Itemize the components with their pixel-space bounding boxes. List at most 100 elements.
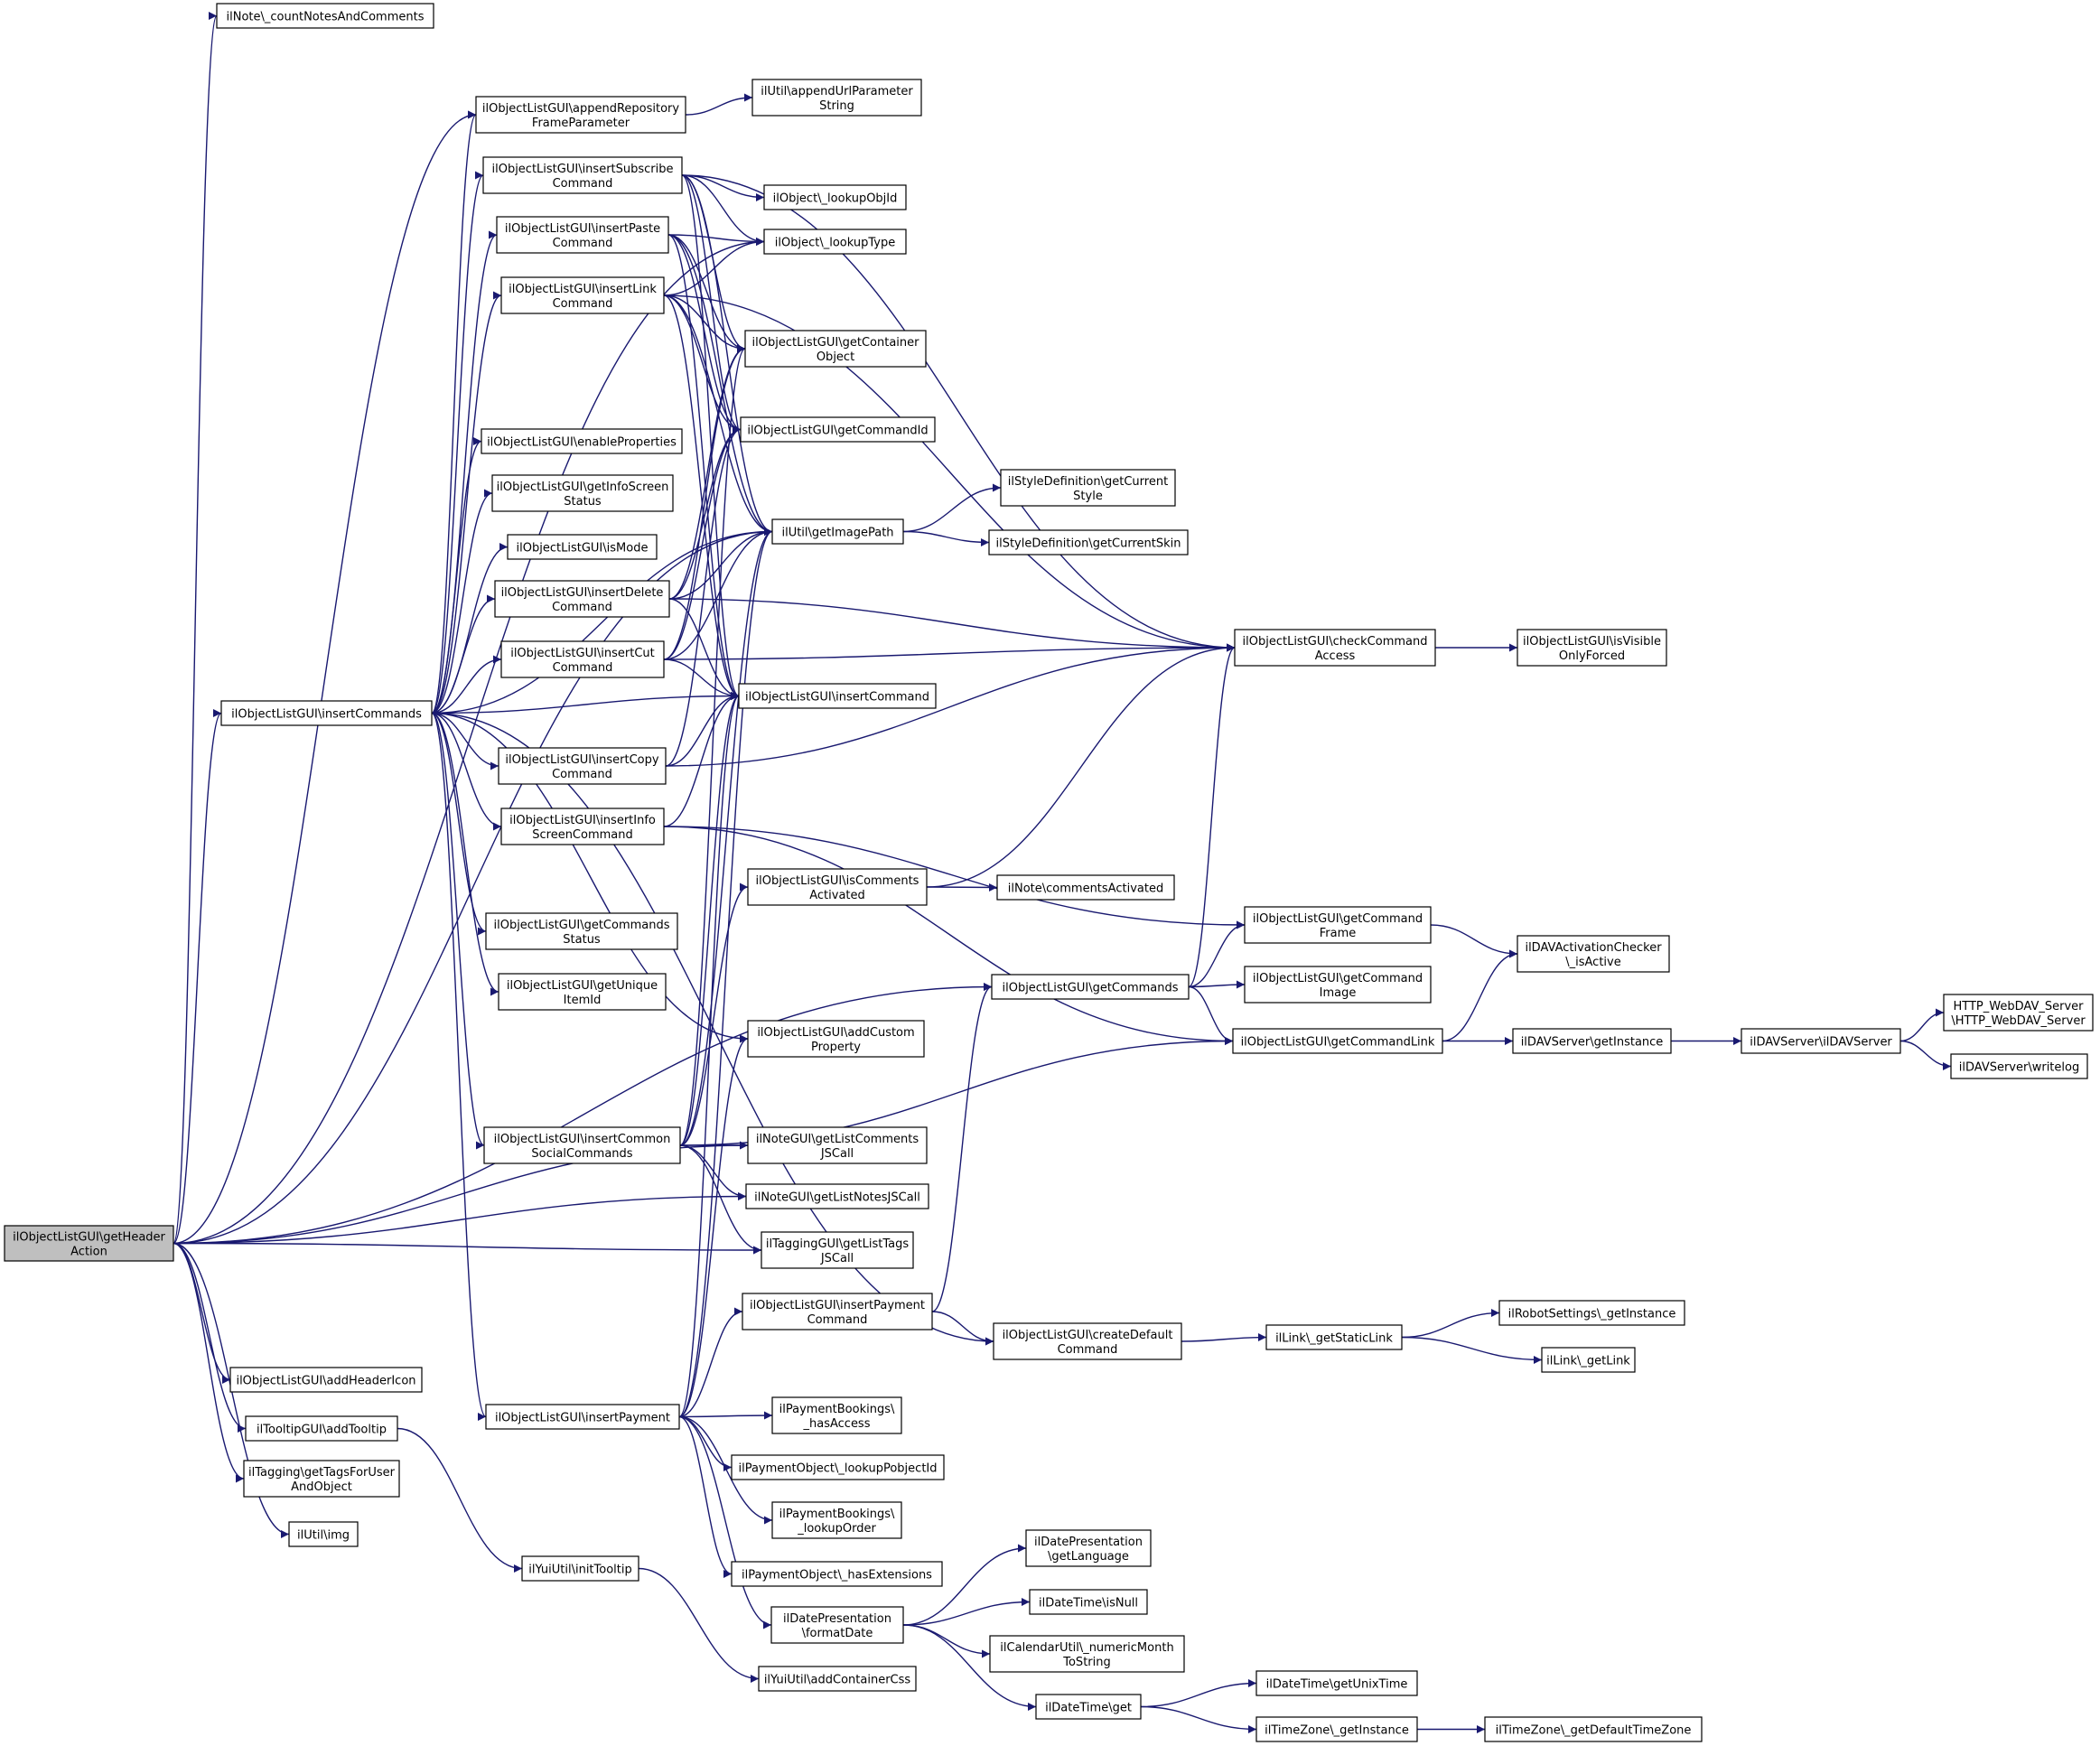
node-dpGetLang[interactable]: ilDatePresentation\getLanguage [1025, 1529, 1152, 1567]
node-label: ilObject\_lookupObjId [773, 192, 898, 206]
edge-dpFormat-to-dpGetLang [902, 1544, 1027, 1626]
node-davInst[interactable]: ilDAVServer\getInstance [1512, 1028, 1672, 1054]
node-getStaticLink[interactable]: ilLink\_getStaticLink [1265, 1324, 1403, 1350]
node-box-getUnique [498, 973, 667, 1011]
node-payLookupOrder[interactable]: ilPaymentBookings\_lookupOrder [771, 1501, 902, 1539]
node-tzDefault[interactable]: ilTimeZone\_getDefaultTimeZone [1484, 1716, 1703, 1742]
node-label: Command [553, 661, 613, 675]
node-label: ilObjectListGUI\addHeaderIcon [236, 1375, 415, 1388]
node-robot[interactable]: ilRobotSettings\_getInstance [1498, 1300, 1685, 1326]
node-davServer[interactable]: ilDAVServer\ilDAVServer [1741, 1028, 1901, 1054]
node-davWrite[interactable]: ilDAVServer\writelog [1950, 1053, 2088, 1079]
node-box-insertDelete [494, 580, 670, 618]
edge-getHeaderAction-to-getTags [173, 1242, 245, 1483]
node-enableProps[interactable]: ilObjectListGUI\enableProperties [481, 428, 683, 454]
node-utilImg[interactable]: ilUtil\img [288, 1521, 359, 1547]
node-box-checkCmd [1234, 629, 1436, 667]
node-dtIsNull[interactable]: ilDateTime\isNull [1029, 1589, 1148, 1615]
node-box-insertCommon [483, 1126, 681, 1164]
node-box-tzGet [1255, 1716, 1418, 1742]
node-dpFormat[interactable]: ilDatePresentation\formatDate [770, 1606, 904, 1644]
node-noteComments[interactable]: ilNote\commentsActivated [996, 874, 1175, 901]
edge-insertPayment-to-addCustom [678, 1034, 749, 1418]
edge-getHeaderAction-to-addHeaderIcon [173, 1242, 231, 1384]
node-label: Command [552, 601, 612, 614]
node-getLink[interactable]: ilLink\_getLink [1541, 1347, 1636, 1373]
node-label: ilObjectListGUI\insertPayment [750, 1299, 925, 1312]
edge-getCmdLink-to-davChecker [1442, 949, 1518, 1042]
node-box-dtIsNull [1029, 1589, 1148, 1615]
node-box-insertLink [500, 276, 665, 314]
node-payLookupPob[interactable]: ilPaymentObject\_lookupPobjectId [731, 1454, 945, 1480]
node-styleCurSkin[interactable]: ilStyleDefinition\getCurrentSkin [988, 529, 1189, 556]
node-label: ilObjectListGUI\insertSubscribe [491, 163, 673, 176]
node-addHeaderIcon[interactable]: ilObjectListGUI\addHeaderIcon [229, 1367, 423, 1393]
node-box-styleCurStyle [1000, 469, 1176, 507]
node-label: ilUtil\img [297, 1529, 350, 1543]
node-yuiCss[interactable]: ilYuiUtil\addContainerCss [758, 1666, 917, 1692]
edge-insertPayCmd-to-createDefault [931, 1311, 994, 1346]
edge-getHeaderAction-to-insertCommands [173, 709, 222, 1245]
node-lookupObjId[interactable]: ilObject\_lookupObjId [763, 184, 907, 210]
node-label: ilCalendarUtil\_numericMonth [1000, 1641, 1173, 1655]
node-label: ilTooltipGUI\addTooltip [257, 1424, 387, 1437]
node-getCmdLink[interactable]: ilObjectListGUI\getCommandLink [1232, 1028, 1443, 1054]
edge-yuiInit-to-yuiCss [638, 1567, 760, 1683]
node-getCommands[interactable]: ilObjectListGUI\getCommands [991, 974, 1190, 1000]
node-yuiInit[interactable]: ilYuiUtil\initTooltip [521, 1555, 639, 1582]
node-lookupType[interactable]: ilObject\_lookupType [763, 229, 907, 255]
node-insertCommon[interactable]: ilObjectListGUI\insertCommonSocialComman… [483, 1126, 681, 1164]
node-tzGet[interactable]: ilTimeZone\_getInstance [1255, 1716, 1418, 1742]
node-getImagePath[interactable]: ilUtil\getImagePath [771, 518, 904, 545]
node-davChecker[interactable]: ilDAVActivationChecker\_isActive [1517, 935, 1670, 973]
node-insertCommands[interactable]: ilObjectListGUI\insertCommands [220, 700, 433, 726]
node-noteNotesJS[interactable]: ilNoteGUI\getListNotesJSCall [745, 1183, 929, 1209]
edge-insertCommands-to-addCustom [431, 712, 749, 1043]
node-countNotes[interactable]: ilNote\_countNotesAndComments [216, 3, 434, 29]
node-getCommandId[interactable]: ilObjectListGUI\getCommandId [740, 416, 936, 443]
node-box-getCommandId [740, 416, 936, 443]
node-payHasExt[interactable]: ilPaymentObject\_hasExtensions [731, 1561, 943, 1587]
node-payHasAccess[interactable]: ilPaymentBookings\_hasAccess [771, 1396, 902, 1434]
node-label: ilObjectListGUI\isMode [517, 542, 649, 556]
edge-insertCommands-to-insertInfo [431, 712, 502, 831]
node-label: Action [70, 1246, 107, 1259]
node-appendRepo[interactable]: ilObjectListGUI\appendRepositoryFramePar… [475, 96, 686, 134]
node-insertPayment[interactable]: ilObjectListGUI\insertPayment [485, 1404, 680, 1430]
node-label: ilObjectListGUI\isComments [756, 874, 919, 888]
node-box-yuiInit [521, 1555, 639, 1582]
node-label: ilPaymentBookings\ [779, 1403, 895, 1416]
node-insertCommand[interactable]: ilObjectListGUI\insertCommand [738, 683, 937, 709]
node-isMode[interactable]: ilObjectListGUI\isMode [507, 534, 658, 560]
node-HTTP[interactable]: HTTP_WebDAV_Server\HTTP_WebDAV_Server [1943, 994, 2094, 1032]
node-addTooltip[interactable]: ilTooltipGUI\addTooltip [245, 1415, 398, 1442]
node-dtGetUnix[interactable]: ilDateTime\getUnixTime [1255, 1670, 1418, 1696]
node-dtGet[interactable]: ilDateTime\get [1035, 1694, 1142, 1720]
